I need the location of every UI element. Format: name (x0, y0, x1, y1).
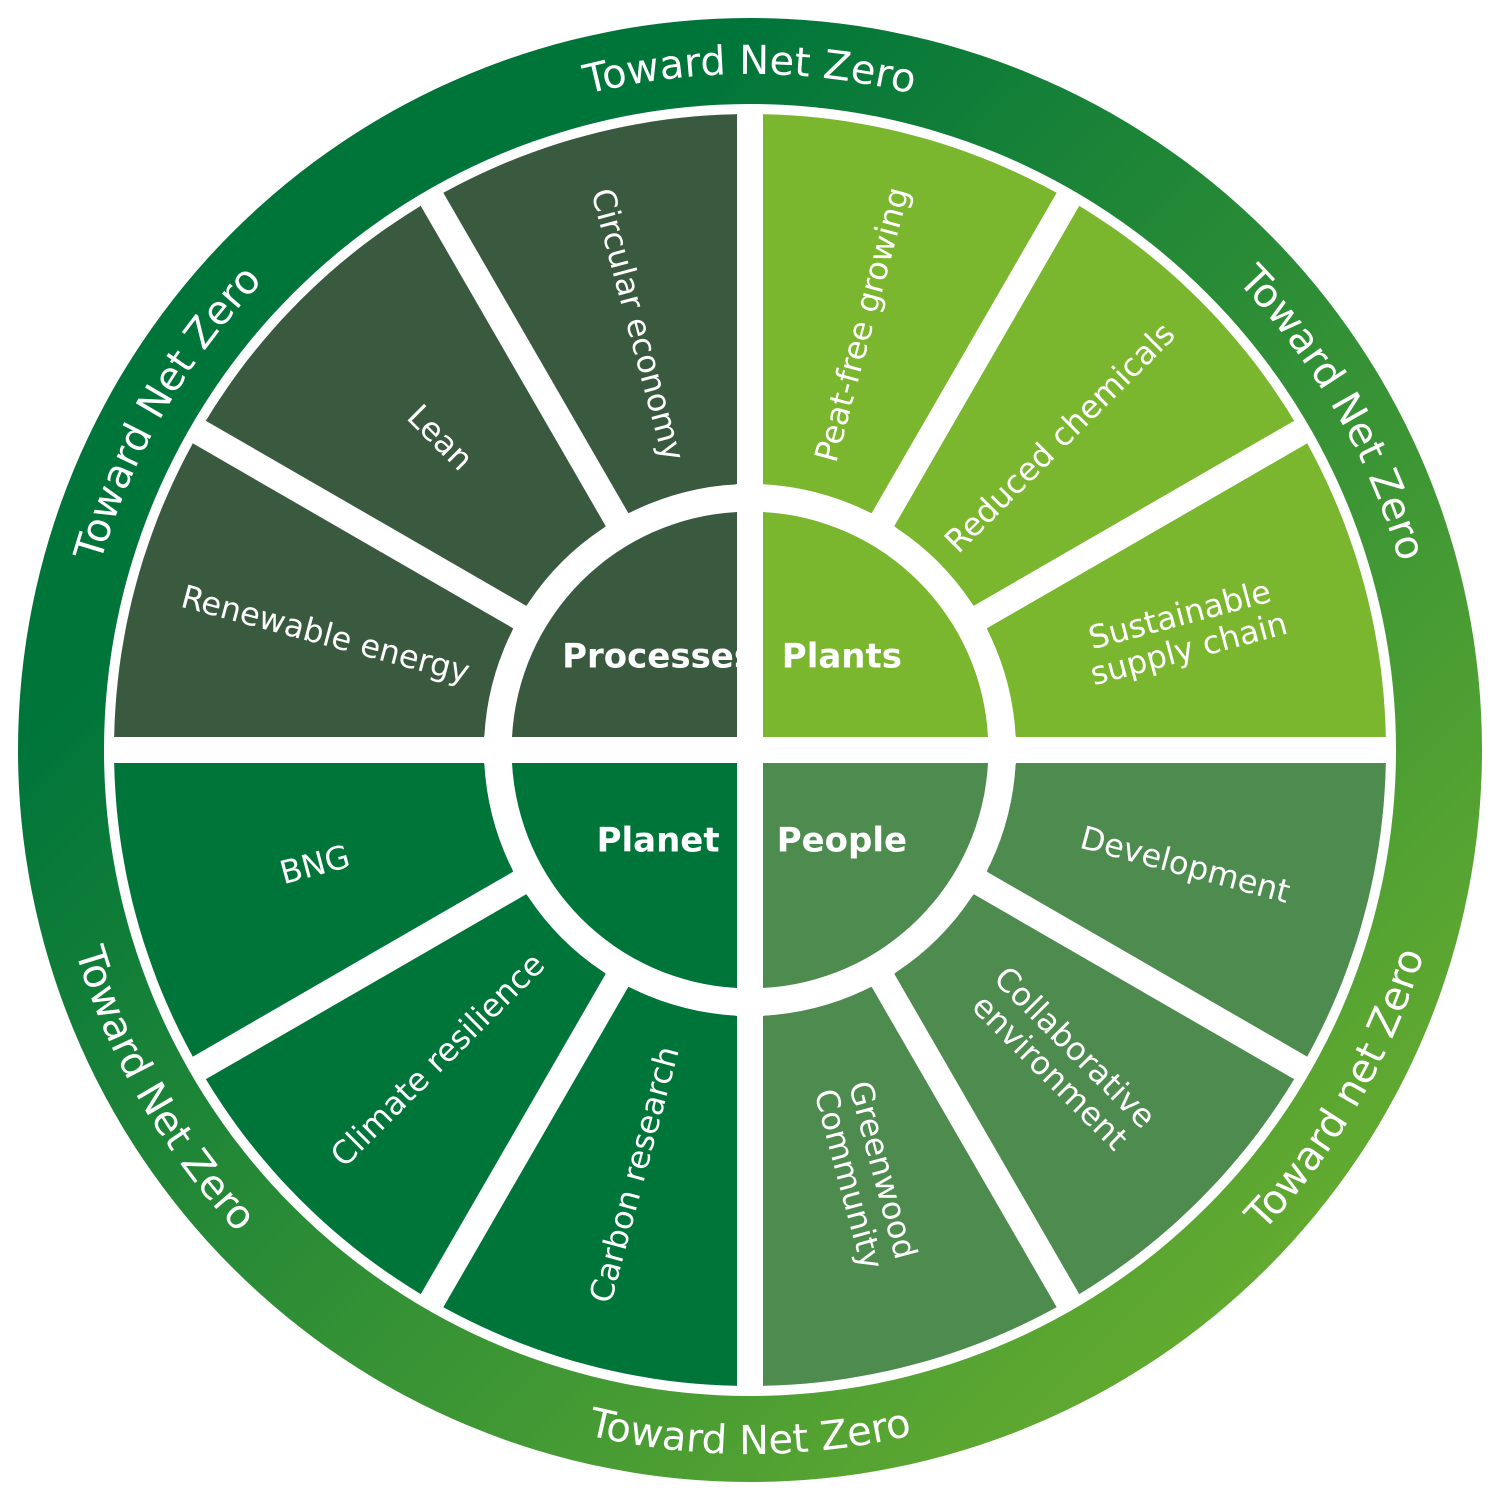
hub-label-planet: Planet (597, 820, 720, 860)
segment-people-3 (763, 986, 1057, 1386)
segment-planet-3 (443, 986, 737, 1386)
segment-people-1 (986, 763, 1386, 1057)
segment-processes-2 (205, 205, 606, 606)
segment-planet-1 (114, 763, 514, 1057)
hub-gap (484, 484, 1016, 1016)
hub-label-plants: Plants (782, 637, 902, 677)
hub-processes (512, 512, 737, 737)
segment-people-2 (894, 894, 1295, 1295)
segment-plants-1 (763, 114, 1057, 514)
segment-processes-3 (114, 443, 514, 737)
segment-plants-3 (986, 443, 1386, 737)
hub-label-people: People (777, 820, 907, 860)
segment-processes-1 (443, 114, 737, 514)
hub-planet (512, 763, 737, 988)
hub-plants (763, 512, 988, 737)
hub-layer (484, 484, 1016, 1016)
segment-plants-2 (894, 205, 1295, 606)
hub-people (763, 763, 988, 988)
segment-planet-2 (205, 894, 606, 1295)
hub-label-processes: Processes (562, 637, 754, 677)
segments-layer (114, 114, 1386, 1386)
